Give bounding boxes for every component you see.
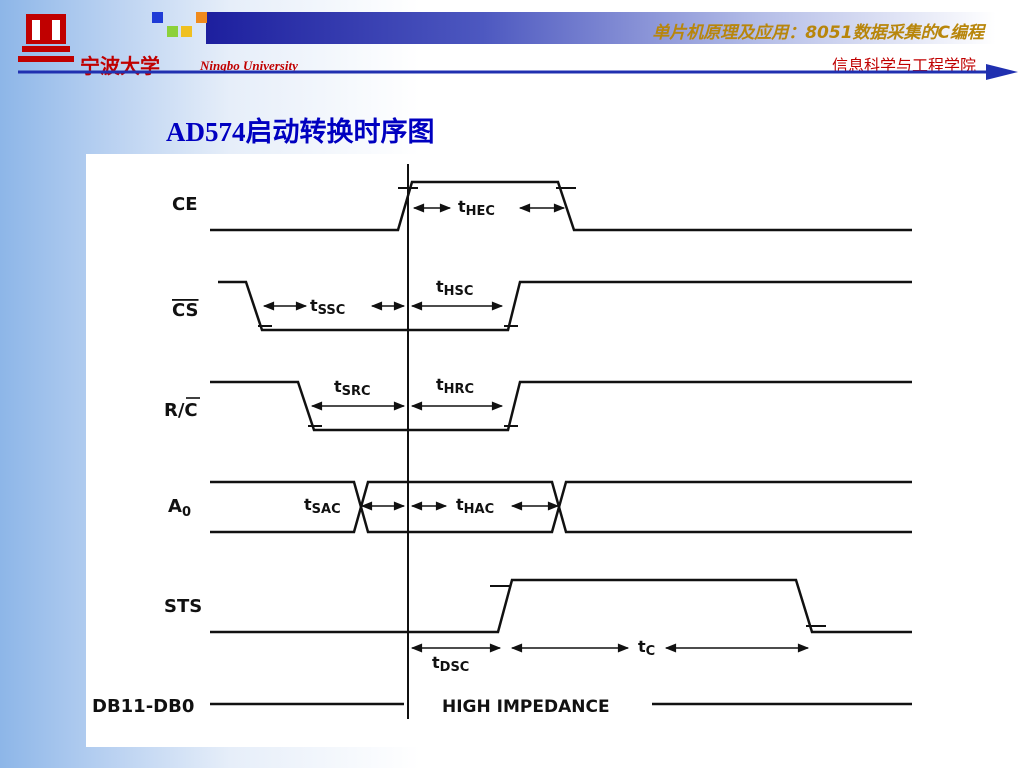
university-name-en: Ningbo University (200, 58, 298, 73)
timing-diagram-svg: CE CS R/C A0 STS DB11-DB0 tHEC tSSC tHSC… (92, 164, 912, 719)
timing-thsc: tHSC (436, 277, 473, 299)
deco-square-blue (152, 12, 163, 23)
timing-tdsc: tDSC (432, 653, 469, 675)
deco-square-green (167, 26, 178, 37)
university-name-cn: 宁波大学 (80, 54, 160, 78)
sts-waveform (210, 578, 912, 634)
label-cs: CS (172, 300, 199, 321)
timing-thec: tHEC (458, 197, 495, 219)
header-bar (206, 12, 996, 44)
timing-tssc: tSSC (310, 296, 345, 318)
deco-square-orange (196, 12, 207, 23)
timing-tsrc: tSRC (334, 377, 371, 399)
timing-tc: tC (638, 637, 655, 659)
course-title: 单片机原理及应用：8051数据采集的C编程 (652, 23, 984, 43)
department-name: 信息科学与工程学院 (831, 56, 976, 75)
page-title: AD574启动转换时序图 (166, 117, 435, 147)
label-sts: STS (164, 596, 202, 617)
a0-waveform-upper (210, 480, 912, 534)
timing-diagram: CE CS R/C A0 STS DB11-DB0 tHEC tSSC tHSC… (86, 154, 922, 747)
a0-waveform-lower (210, 480, 912, 534)
label-a0: A0 (168, 496, 191, 520)
university-logo-icon (18, 14, 74, 62)
timing-thrc: tHRC (436, 375, 474, 397)
high-impedance-label: HIGH IMPEDANCE (442, 697, 610, 717)
timing-tsac: tSAC (304, 495, 341, 517)
label-db: DB11-DB0 (92, 696, 194, 717)
ce-waveform (210, 180, 912, 232)
label-rc: R/C (164, 400, 198, 421)
cs-waveform (218, 280, 912, 332)
deco-square-yellow (181, 26, 192, 37)
label-ce: CE (172, 194, 198, 215)
header-underline-arrow (18, 64, 1018, 80)
timing-thac: tHAC (456, 495, 494, 517)
rc-waveform (210, 380, 912, 432)
